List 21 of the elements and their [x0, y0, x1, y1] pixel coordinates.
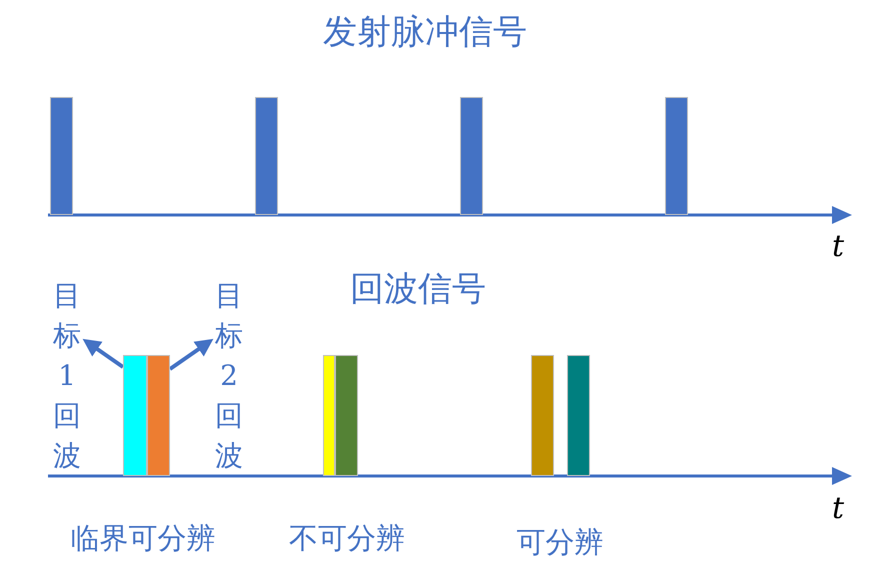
echo-bar — [335, 355, 358, 476]
panel-heading: 回波信号 — [350, 272, 486, 306]
echo-bar — [567, 355, 590, 476]
echo-bar — [123, 355, 147, 476]
arrow — [82, 338, 124, 369]
pulse-bar — [460, 97, 483, 215]
echo-bar — [323, 355, 335, 476]
case-label: 可分辨 — [516, 528, 604, 557]
title: 发射脉冲信号 — [323, 15, 527, 49]
echo-label: 目标2回波 — [214, 278, 244, 474]
axis-label: t — [832, 232, 844, 262]
axis-label: t — [832, 494, 844, 524]
echo-label: 目标1回波 — [52, 278, 82, 474]
pulse-bar — [255, 97, 278, 215]
echo-bar — [531, 355, 554, 476]
echo-bar — [147, 355, 170, 476]
pulse-bar — [665, 97, 688, 215]
pulse-bar — [50, 97, 73, 215]
arrow — [168, 338, 214, 371]
case-label: 不可分辨 — [289, 524, 405, 553]
case-label: 临界可分辨 — [70, 524, 216, 553]
